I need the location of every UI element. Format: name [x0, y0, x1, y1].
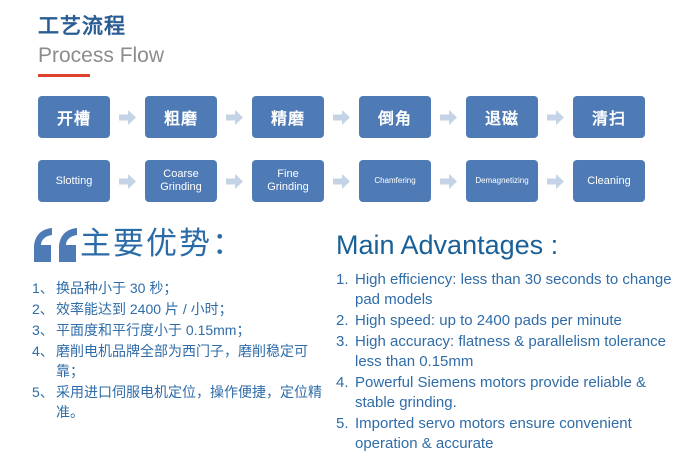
list-item: 4. Powerful Siemens motors provide relia…: [336, 373, 672, 413]
list-item-marker: 4、: [32, 343, 54, 359]
list-item-text: High accuracy: flatness & parallelism to…: [355, 333, 666, 370]
list-item-marker: 1、: [32, 280, 54, 296]
list-item: 3、 平面度和平行度小于 0.15mm；: [32, 320, 332, 340]
arrow-right-icon: [431, 173, 466, 189]
list-item-text: 磨削电机品牌全部为西门子，磨削稳定可靠；: [56, 343, 308, 379]
list-item-marker: 5、: [32, 384, 54, 400]
flow-step-cn-5[interactable]: 退磁: [466, 96, 538, 138]
advantages-en-list: 1. High efficiency: less than 30 seconds…: [336, 270, 672, 454]
list-item-text: Powerful Siemens motors provide reliable…: [355, 374, 646, 411]
list-item: 3. High accuracy: flatness & parallelism…: [336, 332, 672, 372]
advantages-cn-title: 主要优势：: [80, 226, 245, 261]
flow-step-cn-1[interactable]: 开槽: [38, 96, 110, 138]
list-item-text: 效率能达到 2400 片 / 小时；: [56, 301, 233, 317]
page-title-cn: 工艺流程: [38, 15, 126, 38]
advantages-en-title: Main Advantages :: [336, 230, 559, 260]
list-item: 5、 采用进口伺服电机定位，操作便捷，定位精准。: [32, 382, 332, 422]
list-item-marker: 5.: [336, 415, 349, 432]
process-flow-row-en: Slotting Coarse Grinding Fine Grinding C…: [38, 160, 645, 202]
list-item-marker: 2、: [32, 301, 54, 317]
list-item-marker: 4.: [336, 374, 349, 391]
process-flow-row-cn: 开槽 粗磨 精磨 倒角 退磁 清扫: [38, 96, 645, 138]
advantages-section-cn: 主要优势： 1、 换品种小于 30 秒； 2、 效率能达到 2400 片 / 小…: [32, 222, 332, 423]
flow-step-en-5[interactable]: Demagnetizing: [466, 160, 538, 202]
arrow-right-icon: [324, 173, 359, 189]
flow-step-cn-3[interactable]: 精磨: [252, 96, 324, 138]
arrow-right-icon: [538, 109, 573, 125]
list-item: 5. Imported servo motors ensure convenie…: [336, 414, 672, 454]
list-item-text: 换品种小于 30 秒；: [56, 280, 178, 296]
arrow-right-icon: [431, 109, 466, 125]
list-item: 2. High speed: up to 2400 pads per minut…: [336, 311, 672, 331]
page-title-en: Process Flow: [38, 44, 165, 67]
advantages-cn-list: 1、 换品种小于 30 秒； 2、 效率能达到 2400 片 / 小时； 3、 …: [32, 278, 332, 422]
arrow-right-icon: [217, 109, 252, 125]
list-item-text: High efficiency: less than 30 seconds to…: [355, 271, 672, 308]
flow-step-en-1[interactable]: Slotting: [38, 160, 110, 202]
flow-step-en-2[interactable]: Coarse Grinding: [145, 160, 217, 202]
title-underline-rule: [38, 74, 90, 77]
list-item-marker: 2.: [336, 312, 349, 329]
quotation-mark-icon: [32, 228, 80, 262]
flow-step-en-3[interactable]: Fine Grinding: [252, 160, 324, 202]
arrow-right-icon: [324, 109, 359, 125]
page-header: 工艺流程 Process Flow: [38, 14, 164, 77]
list-item-marker: 3、: [32, 322, 54, 338]
list-item-text: High speed: up to 2400 pads per minute: [355, 312, 622, 329]
flow-step-cn-6[interactable]: 清扫: [573, 96, 645, 138]
arrow-right-icon: [538, 173, 573, 189]
advantages-cn-header: 主要优势：: [32, 222, 332, 268]
flow-step-cn-2[interactable]: 粗磨: [145, 96, 217, 138]
list-item: 1、 换品种小于 30 秒；: [32, 278, 332, 298]
arrow-right-icon: [110, 109, 145, 125]
flow-step-en-4[interactable]: Chamfering: [359, 160, 431, 202]
list-item-text: 平面度和平行度小于 0.15mm；: [56, 322, 251, 338]
arrow-right-icon: [217, 173, 252, 189]
list-item: 1. High efficiency: less than 30 seconds…: [336, 270, 672, 310]
list-item: 4、 磨削电机品牌全部为西门子，磨削稳定可靠；: [32, 341, 332, 381]
list-item-text: 采用进口伺服电机定位，操作便捷，定位精准。: [56, 384, 322, 420]
arrow-right-icon: [110, 173, 145, 189]
flow-step-cn-4[interactable]: 倒角: [359, 96, 431, 138]
flow-step-en-6[interactable]: Cleaning: [573, 160, 645, 202]
list-item: 2、 效率能达到 2400 片 / 小时；: [32, 299, 332, 319]
list-item-marker: 1.: [336, 271, 349, 288]
advantages-section-en: Main Advantages : 1. High efficiency: le…: [336, 228, 672, 455]
list-item-text: Imported servo motors ensure convenient …: [355, 415, 632, 452]
list-item-marker: 3.: [336, 333, 349, 350]
